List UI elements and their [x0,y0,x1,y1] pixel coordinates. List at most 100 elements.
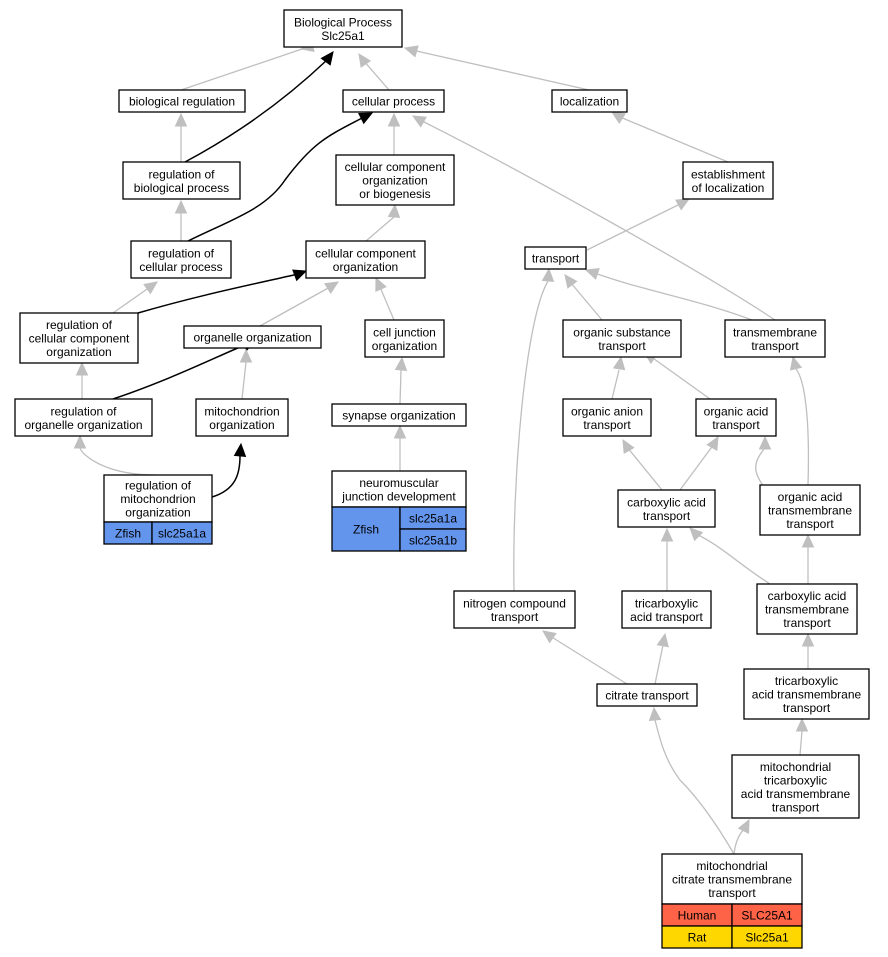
node-label: carboxylic acid [627,495,706,509]
node-label: transmembrane [733,325,817,339]
arrowhead [758,435,772,450]
node-label: citrate transmembrane [672,873,792,887]
arrowhead [174,199,188,214]
arrowhead [394,356,408,371]
node-label: tricarboxylic [775,674,838,688]
node-box [724,319,826,358]
arrowhead [795,717,809,732]
arrowhead [75,361,89,376]
arrowhead [612,355,626,371]
arrowhead [689,527,704,542]
node-label: biological process [134,181,229,195]
node-label: regulation of [50,404,117,418]
gene-label[interactable]: slc25a1a [409,512,457,526]
node-label: transport [583,418,631,432]
is-a-edge [626,446,663,491]
arrowhead [648,706,662,721]
gene-label[interactable]: Slc25a1 [745,931,789,945]
node-label: organization [209,418,274,432]
go-term-transport[interactable]: transport [524,246,587,270]
is-a-edge [619,116,729,163]
regulates-edge [184,59,328,163]
node-label: organic substance [573,325,671,339]
arrowhead [387,203,401,218]
node-label: establishment [691,167,766,181]
node-label: mitochondrion [204,404,279,418]
gene-label[interactable]: SLC25A1 [741,909,793,923]
node-label: transport [532,252,580,266]
is-a-edge [695,533,771,585]
node-box [195,398,289,437]
arrowhead [320,51,334,66]
is-a-edge [379,286,395,321]
node-label: junction development [341,489,456,503]
is-a-edge [591,271,753,321]
go-term-cell-proc[interactable]: cellular process [342,89,445,113]
node-box [562,319,682,358]
node-box [19,312,139,364]
go-term-citrate[interactable]: citrate transport [596,683,698,707]
node-label: transport [783,616,831,630]
node-label: tricarboxylic [635,596,698,610]
node-label: mitochondrion [120,492,195,506]
node-box [342,89,445,113]
is-a-edge [733,827,746,855]
node-label: organelle organization [193,331,311,345]
go-term-org-org[interactable]: organelle organization [183,325,322,349]
node-label: organelle organization [24,418,142,432]
node-label: mitochondrial [760,760,831,774]
gene-label[interactable]: slc25a1b [409,534,457,548]
is-a-edge [649,355,711,400]
arrowhead [239,348,253,363]
gene-cell [399,528,467,552]
go-term-bio-reg[interactable]: biological regulation [118,89,246,113]
node-box [283,9,403,48]
node-label: cellular component [345,160,446,174]
arrowhead [660,527,674,542]
go-term-syn-org[interactable]: synapse organization [331,403,467,427]
node-label: transport [772,800,820,814]
node-label: carboxylic acid [768,589,847,603]
is-a-edge [419,119,776,321]
gene-label[interactable]: slc25a1a [158,527,206,541]
node-label: organic acid [704,404,769,418]
node-box [335,154,455,206]
arrowhead [542,630,557,644]
node-label: synapse organization [342,409,455,423]
node-box [756,583,858,635]
node-label: organization [362,174,427,188]
regulates-edge [112,344,246,400]
node-label: organization [46,345,111,359]
node-box [122,161,241,200]
go-term-localization[interactable]: localization [551,89,628,113]
node-label: cellular component [29,332,130,346]
